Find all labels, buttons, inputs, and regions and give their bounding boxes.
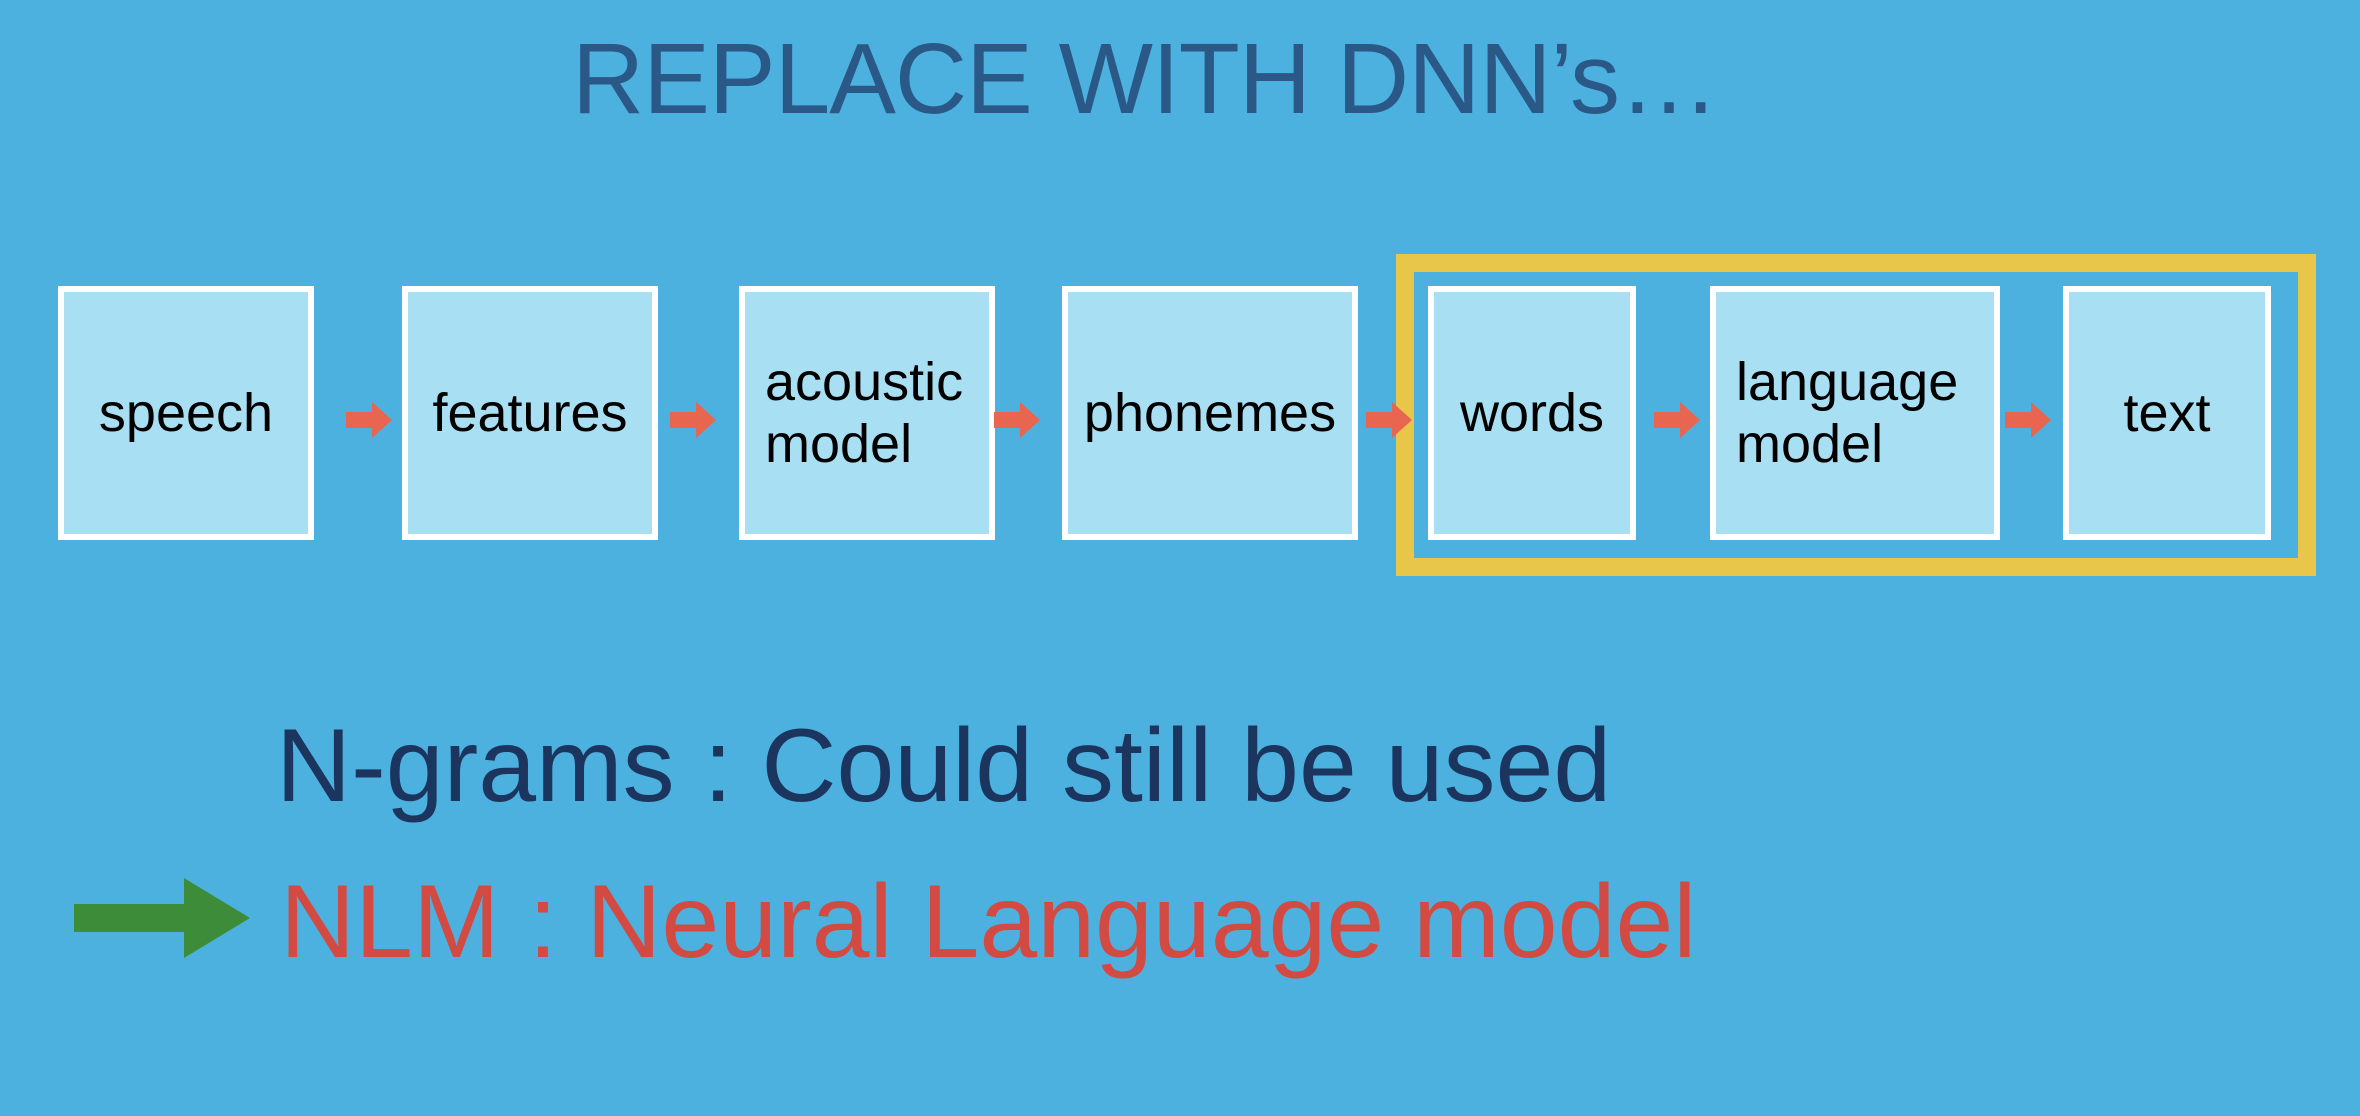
box-words: words <box>1428 286 1636 540</box>
box-label: features <box>432 383 628 443</box>
arrow-right-icon <box>1654 402 1700 438</box>
box-label: text <box>2123 383 2211 443</box>
box-features: features <box>402 286 658 540</box>
box-speech: speech <box>58 286 314 540</box>
slide-title: REPLACE WITH DNN’s… <box>572 23 1719 135</box>
box-text: text <box>2063 286 2271 540</box>
box-acoustic-model: acoustic model <box>739 286 995 540</box>
box-label: acoustic model <box>765 352 964 474</box>
arrow-right-icon <box>670 402 716 438</box>
arrow-right-icon <box>994 402 1040 438</box>
arrow-right-icon <box>2005 402 2051 438</box>
box-label: speech <box>98 383 274 443</box>
green-arrow-right-icon <box>74 878 250 958</box>
box-language-model: language model <box>1710 286 2000 540</box>
nlm-statement: NLM : Neural Language model <box>280 864 1697 980</box>
arrow-right-icon <box>1366 402 1412 438</box>
box-label: language model <box>1736 352 1959 474</box>
ngrams-statement: N-grams : Could still be used <box>276 708 1612 824</box>
arrow-right-icon <box>346 402 392 438</box>
box-phonemes: phonemes <box>1062 286 1358 540</box>
box-label: phonemes <box>1083 383 1337 443</box>
box-label: words <box>1459 383 1605 443</box>
